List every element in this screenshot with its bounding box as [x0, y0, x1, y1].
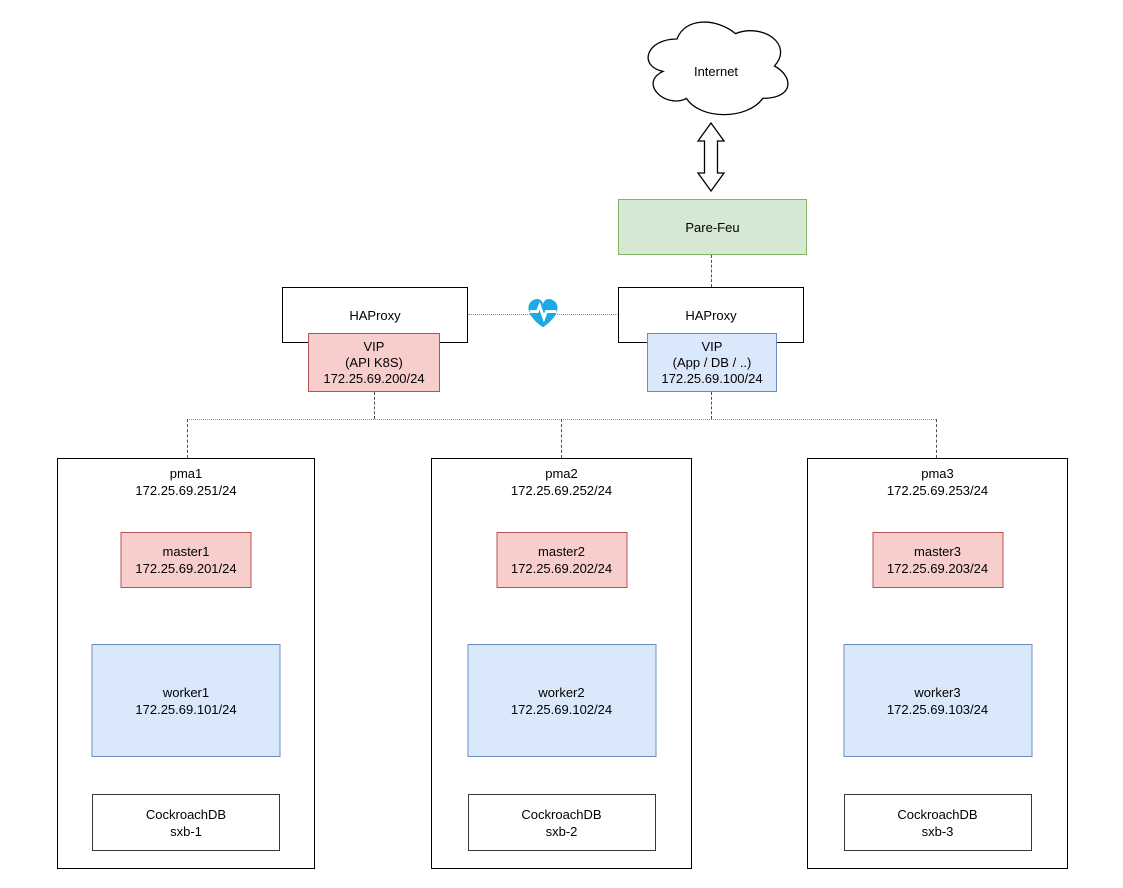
node-ip: 172.25.69.253/24 [886, 483, 989, 498]
worker-name: worker1 [162, 684, 210, 700]
master-name: master2 [538, 544, 585, 559]
vip-api-title: VIP [363, 338, 385, 354]
node-name: pma2 [545, 466, 578, 481]
cockroachdb-box: CockroachDB sxb-2 [467, 794, 656, 851]
haproxy-left-label: HAProxy [349, 307, 401, 323]
master-box: master1 172.25.69.201/24 [120, 532, 252, 588]
node-name: pma3 [921, 466, 954, 481]
cloud-icon [647, 21, 789, 116]
firewall-label: Pare-Feu [685, 219, 740, 235]
worker-box: worker2 172.25.69.102/24 [467, 644, 656, 757]
vip-app-box: VIP (App / DB / ..) 172.25.69.100/24 [647, 333, 777, 392]
master-ip: 172.25.69.202/24 [510, 561, 613, 576]
node-ip: 172.25.69.252/24 [510, 483, 613, 498]
worker-box: worker3 172.25.69.103/24 [843, 644, 1032, 757]
double-arrow-icon [696, 122, 726, 192]
cockroachdb-box: CockroachDB sxb-1 [92, 794, 280, 851]
db-instance: sxb-2 [545, 823, 578, 839]
connector-bus-pma3 [936, 419, 937, 458]
connector-vip-app-down [711, 392, 712, 419]
node-ip: 172.25.69.251/24 [135, 483, 237, 498]
master-ip: 172.25.69.201/24 [135, 561, 237, 576]
master-name: master1 [162, 544, 210, 559]
worker-ip: 172.25.69.102/24 [510, 701, 613, 717]
master-ip: 172.25.69.203/24 [886, 561, 989, 576]
db-instance: sxb-3 [921, 823, 954, 839]
connector-firewall-haproxy [711, 255, 712, 287]
vip-app-address: 172.25.69.100/24 [661, 370, 763, 386]
db-product: CockroachDB [145, 806, 227, 822]
vip-api-box: VIP (API K8S) 172.25.69.200/24 [308, 333, 440, 392]
connector-bus-pma2 [561, 419, 562, 458]
master-name: master3 [914, 544, 961, 559]
worker-name: worker2 [538, 684, 585, 700]
internet-cloud: Internet [638, 12, 794, 120]
worker-box: worker1 172.25.69.101/24 [91, 644, 281, 757]
cockroachdb-box: CockroachDB sxb-3 [843, 794, 1032, 851]
node-pma1: pma1 172.25.69.251/24 master1 172.25.69.… [57, 458, 315, 869]
db-product: CockroachDB [897, 806, 978, 822]
internet-label: Internet [693, 64, 739, 79]
connector-bus-pma1 [187, 419, 188, 458]
haproxy-right-label: HAProxy [685, 307, 737, 323]
node-name: pma1 [169, 466, 203, 481]
worker-ip: 172.25.69.103/24 [886, 701, 989, 717]
vip-api-scope: (API K8S) [345, 354, 403, 370]
master-box: master2 172.25.69.202/24 [496, 532, 627, 588]
vip-app-title: VIP [701, 338, 723, 354]
connector-vip-api-down [374, 392, 375, 419]
worker-ip: 172.25.69.101/24 [135, 701, 237, 717]
firewall-box: Pare-Feu [618, 199, 807, 255]
heartbeat-icon [528, 298, 558, 328]
worker-name: worker3 [914, 684, 961, 700]
vip-app-scope: (App / DB / ..) [672, 354, 752, 370]
node-pma3: pma3 172.25.69.253/24 master3 172.25.69.… [807, 458, 1068, 869]
db-instance: sxb-1 [170, 823, 202, 839]
master-box: master3 172.25.69.203/24 [872, 532, 1003, 588]
node-pma2: pma2 172.25.69.252/24 master2 172.25.69.… [431, 458, 692, 869]
vip-api-address: 172.25.69.200/24 [323, 370, 425, 386]
db-product: CockroachDB [521, 806, 602, 822]
